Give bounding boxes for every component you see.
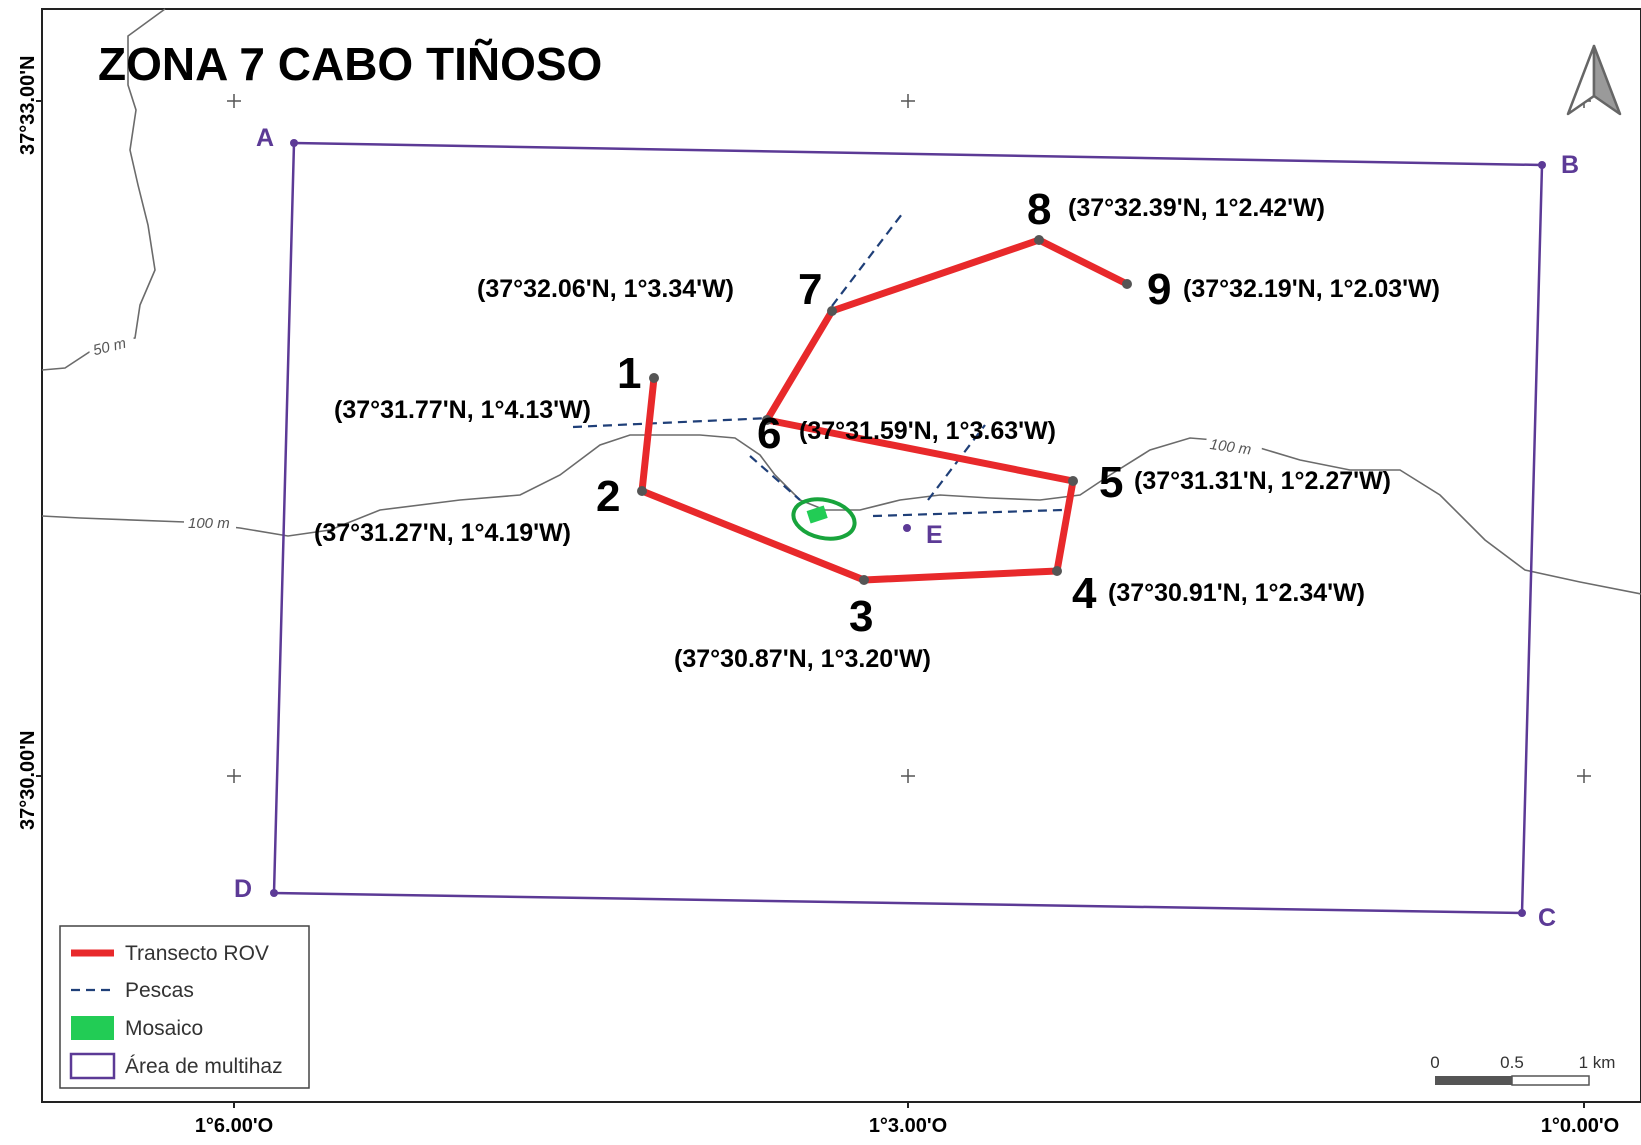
point-e-label: E: [926, 521, 943, 549]
scale-label-half: 0.5: [1500, 1053, 1524, 1072]
station-number-8: 8: [1027, 185, 1051, 234]
fishing-track-3: [749, 455, 801, 501]
legend-area-label: Área de multihaz: [125, 1055, 283, 1078]
station-dot-8: [1034, 235, 1044, 245]
area-corner-dots: [270, 139, 1546, 917]
corner-dot-a: [290, 139, 298, 147]
station-number-1: 1: [617, 349, 641, 398]
fishing-track-4: [927, 424, 986, 501]
station-dot-6: [762, 415, 772, 425]
scale-bar: 0 0.5 1 km: [1430, 1053, 1616, 1086]
station-vertices: [637, 235, 1132, 585]
corner-label-d: D: [234, 875, 252, 903]
station-coord-8: (37°32.39'N, 1°2.42'W): [1068, 194, 1325, 222]
mosaic-outline: [791, 497, 857, 541]
rov-transects: [638, 236, 1131, 584]
station-coord-6: (37°31.59'N, 1°3.63'W): [799, 417, 1056, 445]
station-dot-1: [649, 373, 659, 383]
station-dot-9: [1122, 279, 1132, 289]
contour-label-100m-west: 100 m: [188, 515, 230, 532]
contour-100m: [41, 434, 1641, 595]
station-coord-4: (37°30.91'N, 1°2.34'W): [1108, 579, 1365, 607]
scale-bar-segment-light: [1511, 1075, 1590, 1086]
fishing-track-1: [831, 213, 903, 307]
station-number-5: 5: [1099, 458, 1123, 507]
north-arrow-icon: [1566, 44, 1622, 116]
rov-transect-south: [638, 374, 1077, 584]
scale-bar-segment-dark: [1435, 1076, 1512, 1085]
contour-label-mask: [86, 327, 136, 359]
corner-label-c: C: [1538, 904, 1556, 932]
station-dot-2: [637, 486, 647, 496]
station-number-3: 3: [849, 592, 873, 641]
station-dot-5: [1068, 476, 1078, 486]
lon-label-center: 1°3.00'O: [869, 1115, 947, 1137]
lon-label-west: 1°6.00'O: [195, 1115, 273, 1137]
station-coord-2: (37°31.27'N, 1°4.19'W): [314, 519, 571, 547]
legend-mosaic-label: Mosaico: [125, 1017, 203, 1040]
contour-label-mask: [184, 514, 236, 532]
station-number-6: 6: [757, 409, 781, 458]
map-frame: [41, 8, 1641, 1103]
station-dot-3: [859, 575, 869, 585]
fishing-track-5: [872, 508, 1063, 518]
station-coord-1: (37°31.77'N, 1°4.13'W): [334, 396, 591, 424]
station-number-7: 7: [798, 265, 822, 314]
corner-label-b: B: [1561, 151, 1579, 179]
station-coord-7: (37°32.06'N, 1°3.34'W): [477, 275, 734, 303]
station-coord-3: (37°30.87'N, 1°3.20'W): [674, 645, 931, 673]
station-number-4: 4: [1072, 569, 1097, 618]
lon-ticks: [233, 1102, 1585, 1108]
corner-label-a: A: [256, 124, 274, 152]
station-dot-7: [827, 306, 837, 316]
lon-label-east: 1°0.00'O: [1541, 1115, 1619, 1137]
corner-dot-d: [270, 889, 278, 897]
station-coord-9: (37°32.19'N, 1°2.03'W): [1183, 275, 1440, 303]
lat-label-bottom: 37°30.00'N: [17, 731, 39, 831]
scale-label-0: 0: [1430, 1053, 1439, 1072]
legend: Transecto ROV Pescas Mosaico Área de mul…: [59, 925, 310, 1089]
scale-label-1km: 1 km: [1579, 1053, 1616, 1072]
station-dot-4: [1052, 566, 1062, 576]
station-number-2: 2: [596, 472, 620, 521]
lat-label-top: 37°33.00'N: [17, 56, 39, 156]
contour-label-100m-east: 100 m: [1209, 436, 1253, 459]
rov-transect-north: [763, 236, 1131, 424]
legend-mosaic-swatch: [71, 1016, 114, 1040]
station-number-9: 9: [1147, 265, 1171, 314]
map-title: ZONA 7 CABO TIÑOSO: [98, 38, 602, 90]
contour-label-mask: [1205, 432, 1263, 459]
corner-dot-b: [1538, 161, 1546, 169]
lat-ticks: [36, 100, 42, 777]
station-coord-5: (37°31.31'N, 1°2.27'W): [1134, 467, 1391, 495]
legend-area-swatch: [69, 1052, 116, 1080]
corner-dot-c: [1518, 909, 1526, 917]
fishing-track-2: [572, 416, 771, 429]
legend-transect-label: Transecto ROV: [125, 942, 269, 965]
fishing-tracks: [572, 213, 1063, 518]
legend-fishing-label: Pescas: [125, 979, 194, 1002]
mosaic-patch: [806, 505, 828, 524]
point-e-dot: [903, 524, 911, 532]
